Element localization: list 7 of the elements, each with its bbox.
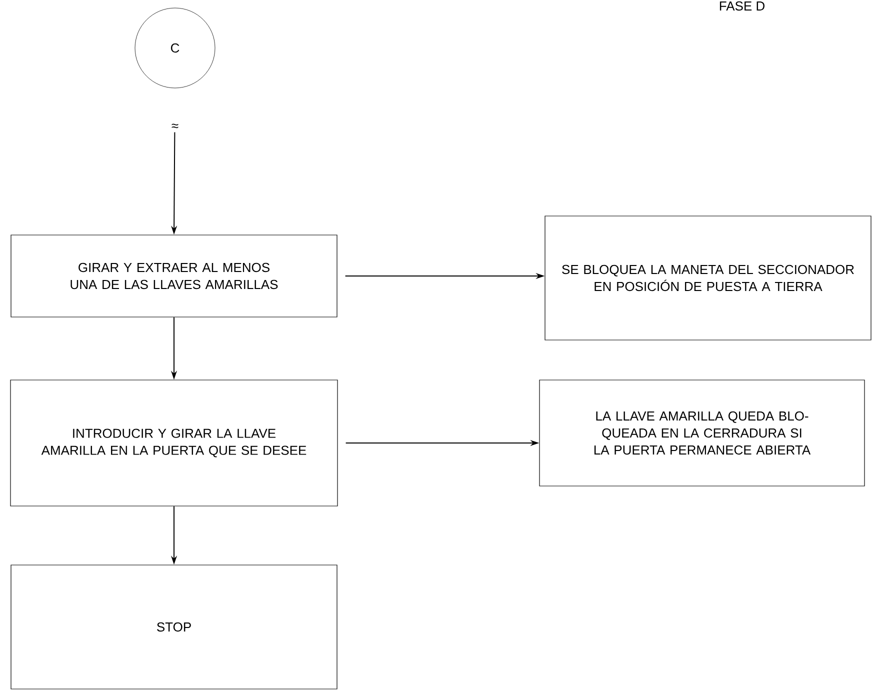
process-box: GIRAR Y EXTRAER AL MENOS UNA DE LAS LLAVES AMARILLAS (10, 234, 338, 318)
break-symbol: ≈ (172, 124, 178, 128)
title-text: FASE D (720, 1, 764, 11)
process-box: SE BLOQUEA LA MANETA DEL SECCIONADOR EN POSICIÓN DE PUESTA A TIERRA (544, 216, 872, 340)
process-box: LA LLAVE AMARILLA QUEDA BLO- QUEADA EN LA CERRADURA SI LA PUERTA PERMANECE ABIERTA (539, 380, 865, 486)
process-box: STOP (10, 564, 338, 690)
process-box: INTRODUCIR Y GIRAR LA LLAVE AMARILLA EN LA PUERTA QUE SE DESEE (10, 380, 338, 506)
